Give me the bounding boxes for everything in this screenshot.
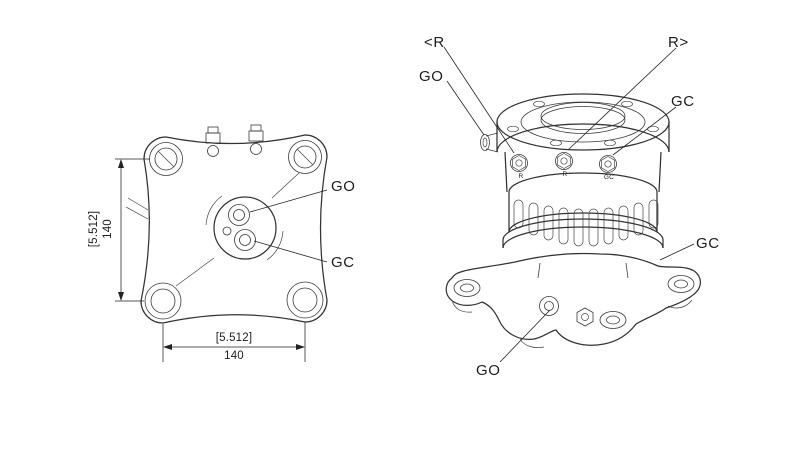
flange-bolt-holes (507, 100, 659, 147)
center-ports (213, 196, 277, 260)
base-flange (445, 252, 701, 348)
port-fitting-r1 (510, 154, 528, 172)
top-fittings (205, 124, 264, 157)
leader-gc-side: GC (659, 235, 720, 261)
leader-gc-top: GC (612, 93, 695, 156)
dim-horizontal: [5.512] 140 (162, 322, 306, 362)
cage-section (508, 172, 659, 247)
flange-outline (140, 134, 328, 324)
corner-hole-top-left (149, 142, 183, 176)
upper-body (504, 151, 662, 193)
leader-go-left-view: GO (249, 178, 356, 213)
gc-label-left-view: GC (331, 254, 355, 271)
base-hole-front (599, 311, 627, 329)
port-fitting-gc (599, 155, 617, 173)
port-gc (234, 229, 256, 251)
top-flange (496, 93, 670, 153)
leader-go-bottom: GO (476, 309, 551, 379)
go-bottom-label: GO (476, 362, 501, 379)
r-left-label: <R (424, 34, 445, 51)
base-hole-left (453, 279, 481, 297)
base-port-go (539, 296, 559, 316)
port-go (228, 204, 250, 226)
dim-vertical-value: 140 (102, 219, 114, 239)
leader-r-right: R> (567, 34, 689, 151)
gc-side-label: GC (696, 235, 720, 252)
port-fitting-go (480, 132, 499, 153)
stamp-r2: R (563, 171, 568, 178)
gc-top-label: GC (671, 93, 695, 110)
corner-hole-bottom-right (286, 281, 324, 319)
leader-gc-left-view: GC (253, 240, 355, 271)
leader-r-left: <R (424, 34, 515, 154)
stamp-gc: GC (604, 174, 614, 181)
seam-lines (125, 172, 300, 287)
dim-horizontal-value: 140 (224, 350, 244, 362)
corner-hole-bottom-left (144, 282, 182, 320)
stamp-r1: R (519, 173, 524, 180)
corner-hole-top-right (288, 140, 322, 174)
leader-go-top: GO (419, 68, 485, 136)
go-label-left-view: GO (331, 178, 356, 195)
go-top-label: GO (419, 68, 444, 85)
r-right-label: R> (668, 34, 689, 51)
base-hole-right (667, 275, 695, 293)
dim-vertical: [5.512] 140 (88, 158, 150, 302)
iso-view: R R GC (419, 34, 720, 379)
dim-horizontal-bracket: [5.512] (216, 332, 253, 344)
left-view: GO GC [5.512] 140 [5.512] 140 (88, 124, 356, 362)
base-hex-plug (576, 307, 594, 327)
port-fitting-r2 (555, 152, 573, 170)
dim-vertical-bracket: [5.512] (88, 211, 100, 248)
lower-ring (502, 218, 664, 279)
